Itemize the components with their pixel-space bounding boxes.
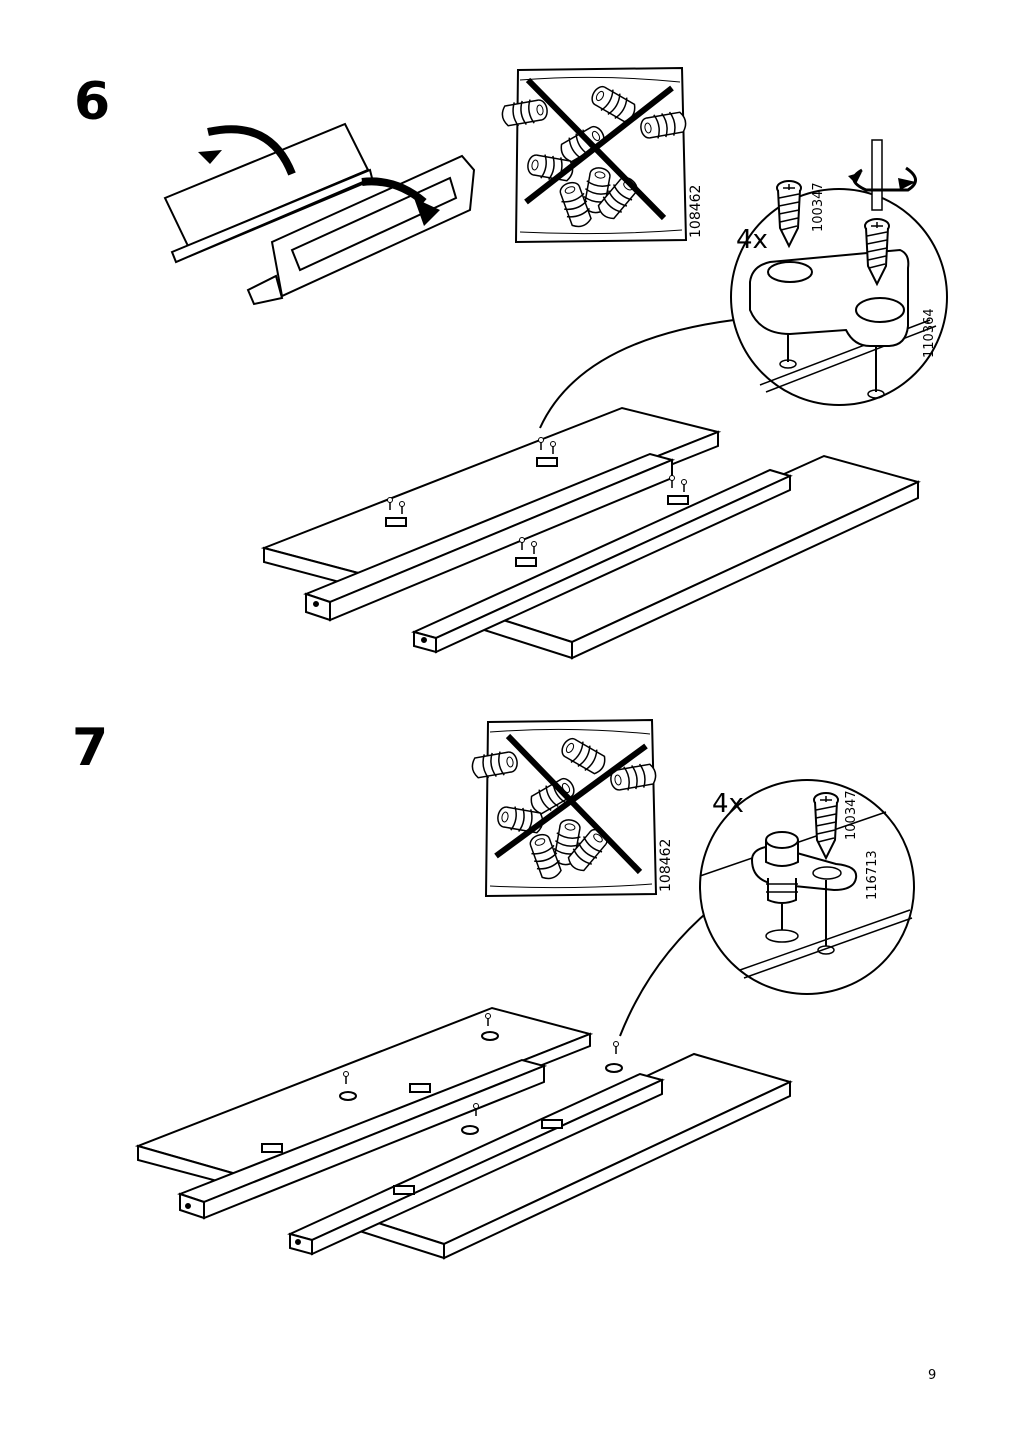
step6-assembly [260,406,921,660]
flip-panel-illustration [163,122,374,264]
step6-dowel-bag-crossed-out [499,66,689,244]
step6-bracket-code: 110364 [922,308,937,358]
flip-frame-illustration [246,154,476,306]
step6-detail-callout [539,139,948,429]
step6-quantity: 4x [736,225,768,255]
step7-detail-callout [619,779,915,1037]
step6-screw-code: 100347 [811,182,826,232]
step7-glide-code: 116713 [865,850,880,900]
step7-assembly [134,1006,793,1260]
page-number: 9 [928,1368,937,1383]
step-6-number: 6 [74,72,111,132]
step7-quantity: 4x [712,789,744,819]
step7-screw-code: 100347 [844,790,859,840]
step7-dowel-bag-crossed-out [469,718,659,898]
step6-bag-code: 108462 [688,185,704,238]
step-7-number: 7 [72,718,109,778]
step7-bag-code: 108462 [658,839,674,892]
